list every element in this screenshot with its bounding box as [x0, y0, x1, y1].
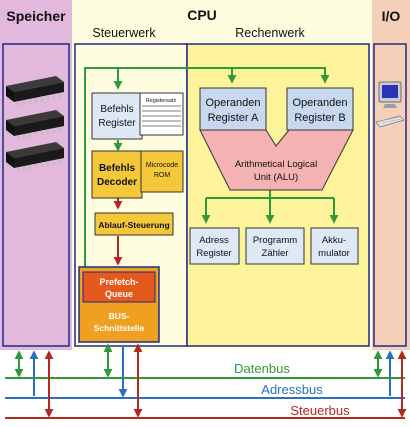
- data-bus: Datenbus: [5, 361, 405, 379]
- io-header: I/O: [382, 8, 401, 24]
- io-column: [372, 0, 410, 350]
- sequencer-label: Ablauf-Steuerung: [98, 220, 169, 230]
- program-counter: Programm Zähler: [245, 227, 305, 265]
- operand-b-label-2: Register B: [294, 112, 345, 124]
- memory-frame: [2, 43, 70, 347]
- address-register-label-1: Adress: [199, 235, 229, 246]
- program-counter-label-2: Zähler: [262, 248, 289, 259]
- address-register: Adress Register: [189, 227, 240, 265]
- instruction-register: Befehls Register: [91, 92, 143, 140]
- instruction-register-label-1: Befehls: [100, 104, 133, 115]
- decoder-label-2: Decoder: [97, 177, 137, 188]
- bus-interface-label-2: Schnittstelle: [94, 323, 145, 333]
- memory-chip-icon: [6, 76, 64, 172]
- microcode-label-1: Microcode: [146, 162, 178, 169]
- control-bus: Steuerbus: [5, 403, 405, 419]
- sequencer: Ablauf-Steuerung: [94, 212, 174, 236]
- alu: Arithmetical Logical Unit (ALU): [199, 129, 354, 191]
- cpu-bus-links: [103, 343, 143, 418]
- control-unit-header: Steuerwerk: [92, 26, 156, 40]
- alu-label-2: Unit (ALU): [254, 172, 298, 183]
- memory-header: Speicher: [6, 8, 66, 24]
- address-register-label-2: Register: [196, 248, 231, 259]
- operand-b-label-1: Operanden: [292, 97, 347, 109]
- instruction-decoder: Befehls Decoder: [91, 150, 143, 199]
- accumulator-label-2: mulator: [318, 248, 350, 259]
- bus-interface: Prefetch- Queue BUS- Schnittstelle: [78, 266, 160, 343]
- prefetch-label-2: Queue: [105, 289, 133, 299]
- instruction-register-label-2: Register: [98, 118, 136, 129]
- io-bus-links: [373, 350, 407, 418]
- operand-a-label-2: Register A: [208, 112, 259, 124]
- accumulator: Akku- mulator: [310, 227, 359, 265]
- arithmetic-unit-header: Rechenwerk: [235, 26, 305, 40]
- bus-interface-label-1: BUS-: [109, 311, 130, 321]
- register-set-label: Registersatz: [146, 98, 177, 104]
- memory-bus-links: [14, 350, 54, 418]
- alu-label-1: Arithmetical Logical: [235, 159, 317, 170]
- accumulator-label-1: Akku-: [322, 235, 346, 246]
- internal-data-paths: [84, 67, 339, 268]
- cpu-header: CPU: [187, 7, 217, 23]
- data-bus-label: Datenbus: [234, 361, 290, 376]
- operand-register-a: Operanden Register A: [199, 87, 267, 131]
- control-bus-label: Steuerbus: [290, 403, 350, 418]
- address-bus-label: Adressbus: [261, 382, 323, 397]
- register-set: Registersatz: [139, 92, 184, 136]
- program-counter-label-1: Programm: [253, 235, 297, 246]
- operand-register-b: Operanden Register B: [286, 87, 354, 131]
- decoder-label-1: Befehls: [99, 163, 136, 174]
- prefetch-label-1: Prefetch-: [99, 277, 138, 287]
- operand-a-label-1: Operanden: [205, 97, 260, 109]
- microcode-label-2: ROM: [154, 172, 171, 179]
- computer-icon: [375, 81, 405, 128]
- io-frame: [373, 43, 407, 347]
- memory-column: [0, 0, 72, 350]
- microcode-rom: Microcode ROM: [140, 150, 184, 193]
- address-bus: Adressbus: [5, 382, 405, 399]
